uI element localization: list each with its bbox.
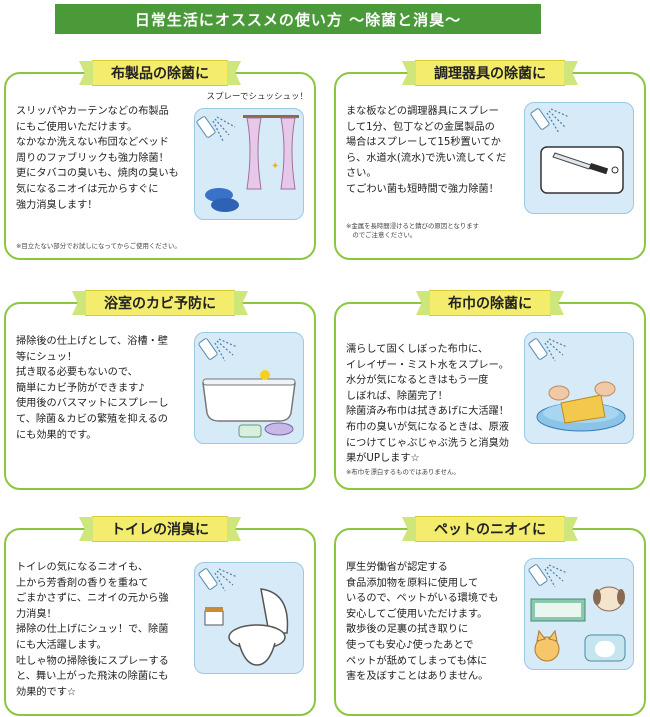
pet-mat-icon xyxy=(530,598,586,622)
card-title: 調理器具の除菌に xyxy=(415,60,565,86)
card-kitchen: 調理器具の除菌に まな板などの調理器具にスプレー して1分、包丁などの金属製品の… xyxy=(334,60,646,260)
toilet-illustration xyxy=(194,562,304,674)
svg-text:✦: ✦ xyxy=(271,161,279,172)
bathroom-illustration xyxy=(194,332,304,444)
spray-bottle-icon xyxy=(196,116,236,142)
card-body: スリッパやカーテンなどの布製品 にもご使用いただけます。 なかなか洗えない布団な… xyxy=(16,106,179,211)
fabric-illustration: ✦ xyxy=(194,108,304,220)
card-body: 厚生労働省が認定する 食品添加物を原料に使用して いるので、ペットがいる環境でも… xyxy=(346,562,499,683)
card-toilet: トイレの消臭に トイレの気になるニオイも、 上から芳香剤の香りを重ねて ごまかさ… xyxy=(4,516,316,716)
dishcloth-illustration xyxy=(524,332,634,444)
wash-basin-icon xyxy=(264,422,294,436)
spray-bottle-icon xyxy=(198,338,238,362)
toilet-paper-icon xyxy=(204,607,224,626)
pet-illustration xyxy=(524,558,634,670)
card-fabric: 布製品の除菌に スリッパやカーテンなどの布製品 にもご使用いただけます。 なかな… xyxy=(4,60,316,260)
card-body: 掃除後の仕上げとして、浴槽・壁 等にシュッ！ 拭き取る必要もないので、 簡単にカ… xyxy=(16,336,169,441)
card-note: ※目立たない部分でお試しになってからご使用ください。 xyxy=(16,242,181,250)
card-body: まな板などの調理器具にスプレー して1分、包丁などの金属製品の 場合はスプレーし… xyxy=(346,106,507,195)
slippers-icon xyxy=(205,188,239,212)
cat-icon xyxy=(534,629,560,662)
hands-icon xyxy=(548,381,616,401)
card-title: 浴室のカビ予防に xyxy=(85,290,235,316)
dishcloth-icon xyxy=(560,394,606,424)
page-banner: 日常生活にオススメの使い方 ～除菌と消臭～ xyxy=(55,4,541,34)
knife-icon xyxy=(552,152,609,175)
spray-bottle-icon xyxy=(198,568,238,592)
dog-icon xyxy=(593,586,625,612)
spray-bottle-icon xyxy=(530,108,570,134)
cutting-board-icon xyxy=(540,146,624,194)
card-note: ※布巾を漂白するものではありません。 xyxy=(346,468,460,476)
card-title: 布製品の除菌に xyxy=(92,60,228,86)
card-dishcloth: 布巾の除菌に 濡らして固くしぼった布巾に、 イレイザー・ミスト水をスプレー。 水… xyxy=(334,290,646,490)
spray-bottle-icon xyxy=(528,564,568,588)
toilet-icon xyxy=(228,588,289,666)
bath-stool-icon xyxy=(238,424,262,438)
card-note: ※金属を長時間浸けると錆びの原因となります のでご注意ください。 xyxy=(346,222,479,239)
card-title: トイレの消臭に xyxy=(92,516,228,542)
spray-caption: スプレーでシュッシュッ！ xyxy=(206,92,309,102)
card-title: 布巾の除菌に xyxy=(429,290,551,316)
card-pet: ペットのニオイに 厚生労働省が認定する 食品添加物を原料に使用して いるので、ペ… xyxy=(334,516,646,716)
page-title: 日常生活にオススメの使い方 ～除菌と消臭～ xyxy=(134,10,462,29)
rubber-duck-icon xyxy=(260,370,270,380)
kitchen-illustration xyxy=(524,102,634,214)
spray-bottle-icon xyxy=(528,338,568,362)
bathtub-icon xyxy=(202,378,296,422)
card-body: 濡らして固くしぼった布巾に、 イレイザー・ミスト水をスプレー。 水分が気になると… xyxy=(346,344,509,465)
litter-box-icon xyxy=(584,634,626,662)
card-title: ペットのニオイに xyxy=(415,516,565,542)
card-bathroom: 浴室のカビ予防に 掃除後の仕上げとして、浴槽・壁 等にシュッ！ 拭き取る必要もな… xyxy=(4,290,316,490)
card-body: トイレの気になるニオイも、 上から芳香剤の香りを重ねて ごまかさずに、ニオイの元… xyxy=(16,562,169,698)
curtain-icon xyxy=(243,115,299,190)
